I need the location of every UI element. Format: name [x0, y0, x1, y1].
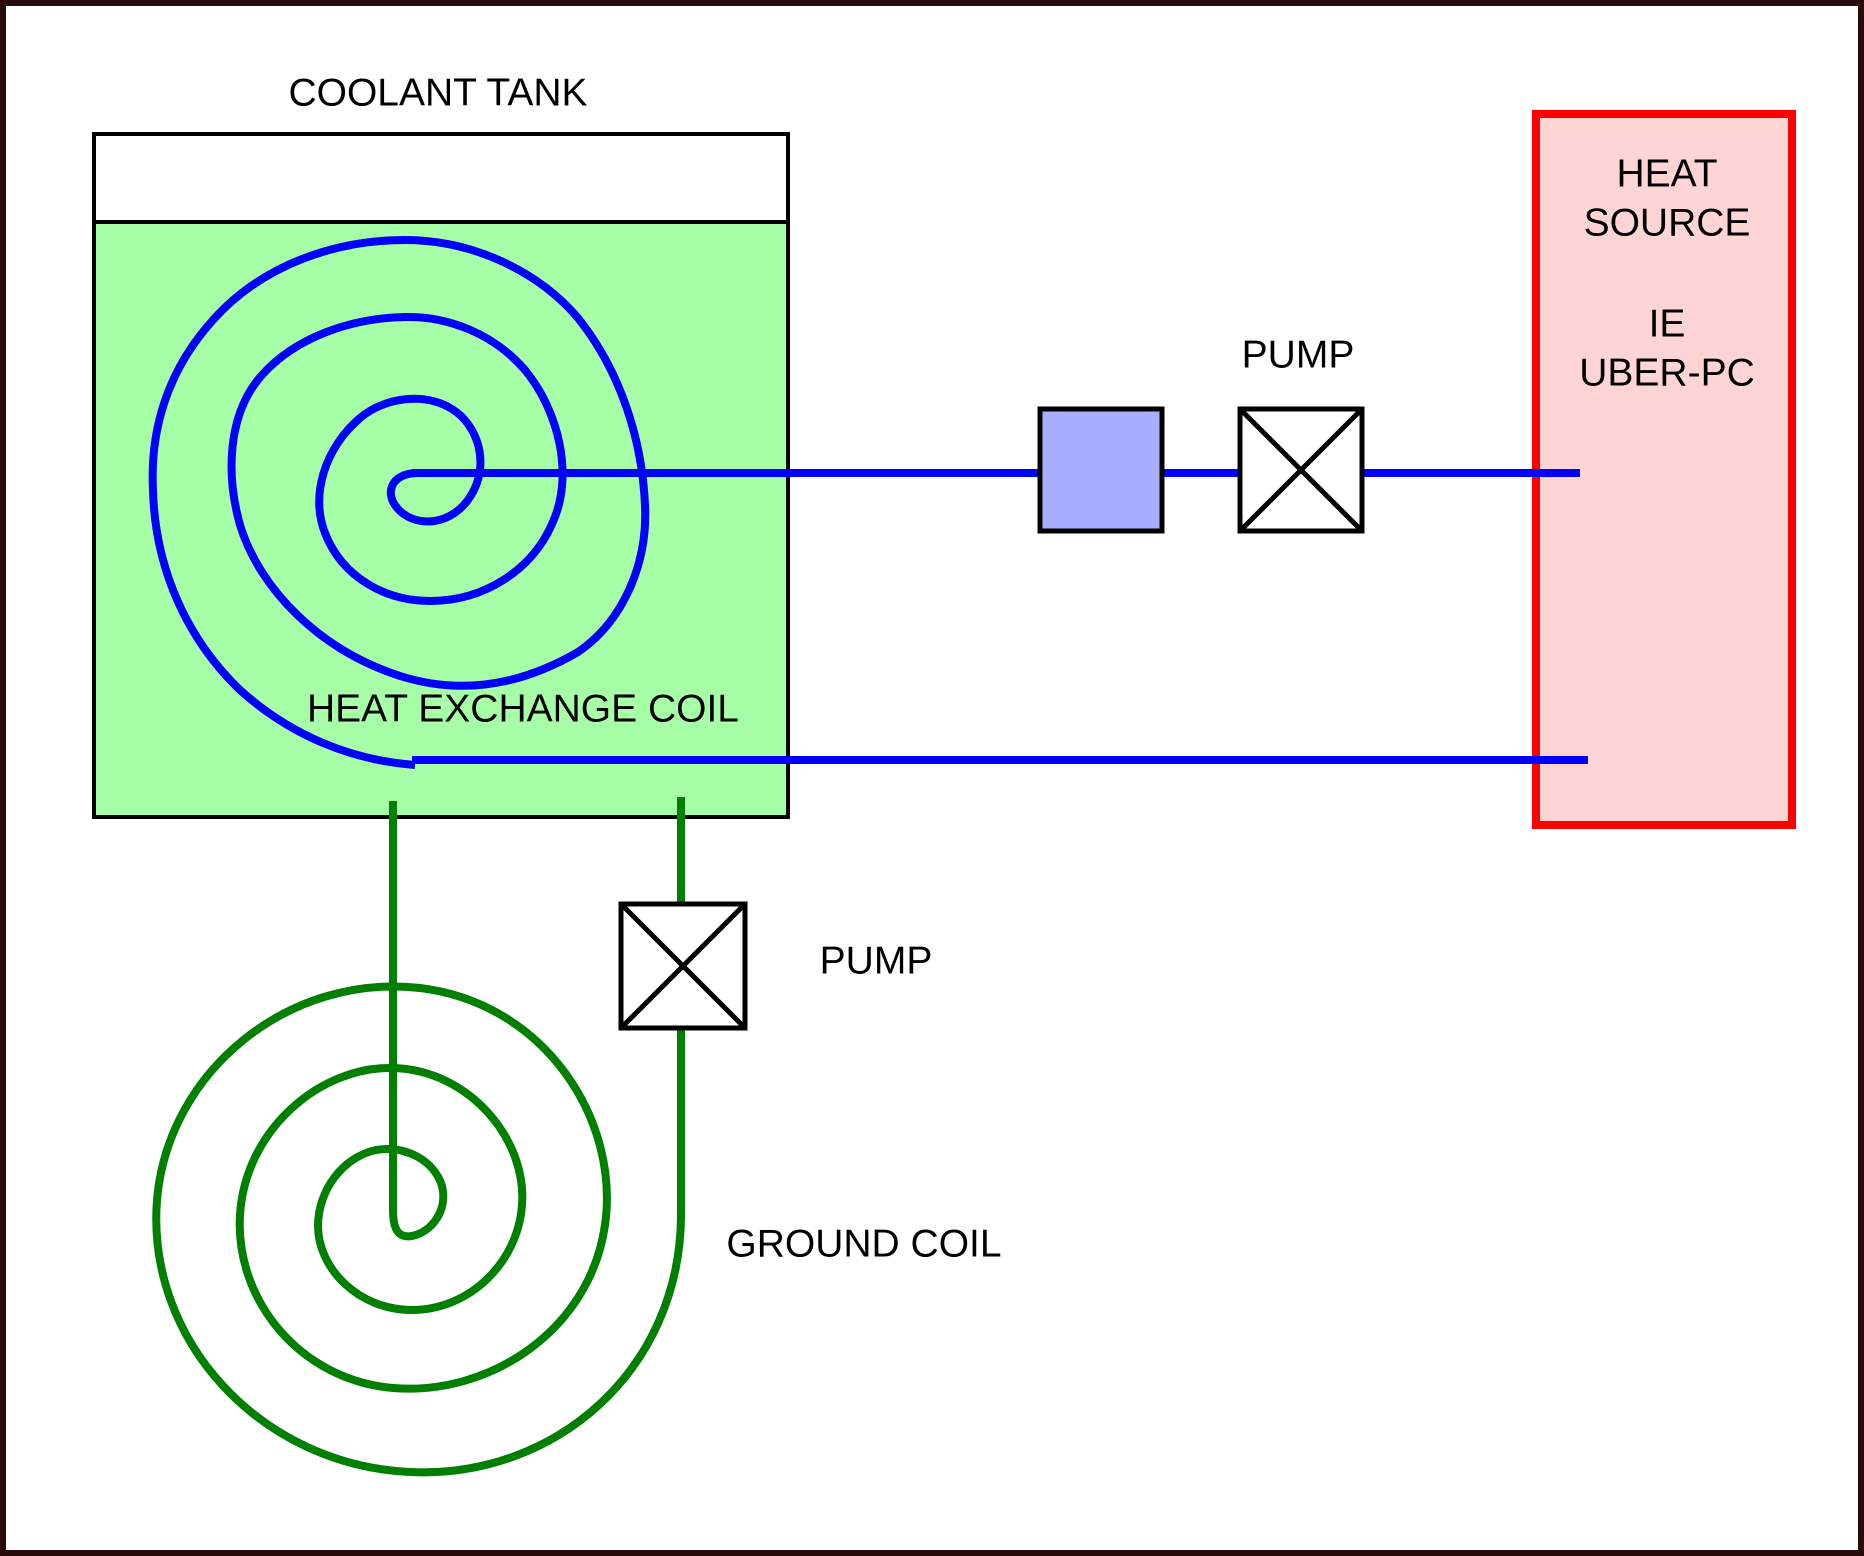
pump-bottom-label: PUMP	[820, 939, 933, 982]
pump-top-symbol	[1237, 406, 1365, 534]
heat-exchange-coil	[148, 235, 650, 769]
heat-source-label-line3: IE	[1649, 302, 1686, 345]
heat-source-label-line1: HEAT	[1616, 152, 1717, 195]
tank-headspace	[92, 132, 790, 224]
pump-top-label: PUMP	[1242, 333, 1355, 376]
ground-coil-label: GROUND COIL	[726, 1222, 1001, 1265]
reservoir-box	[1037, 406, 1165, 534]
ground-coil	[152, 982, 685, 1477]
heat-source-label-line4: UBER-PC	[1579, 351, 1755, 394]
pump-bottom-symbol	[618, 901, 748, 1031]
heat-source-label-line2: SOURCE	[1584, 201, 1751, 244]
heat-exchange-coil-label: HEAT EXCHANGE COIL	[307, 687, 739, 730]
coolant-tank-label: COOLANT TANK	[288, 71, 587, 114]
